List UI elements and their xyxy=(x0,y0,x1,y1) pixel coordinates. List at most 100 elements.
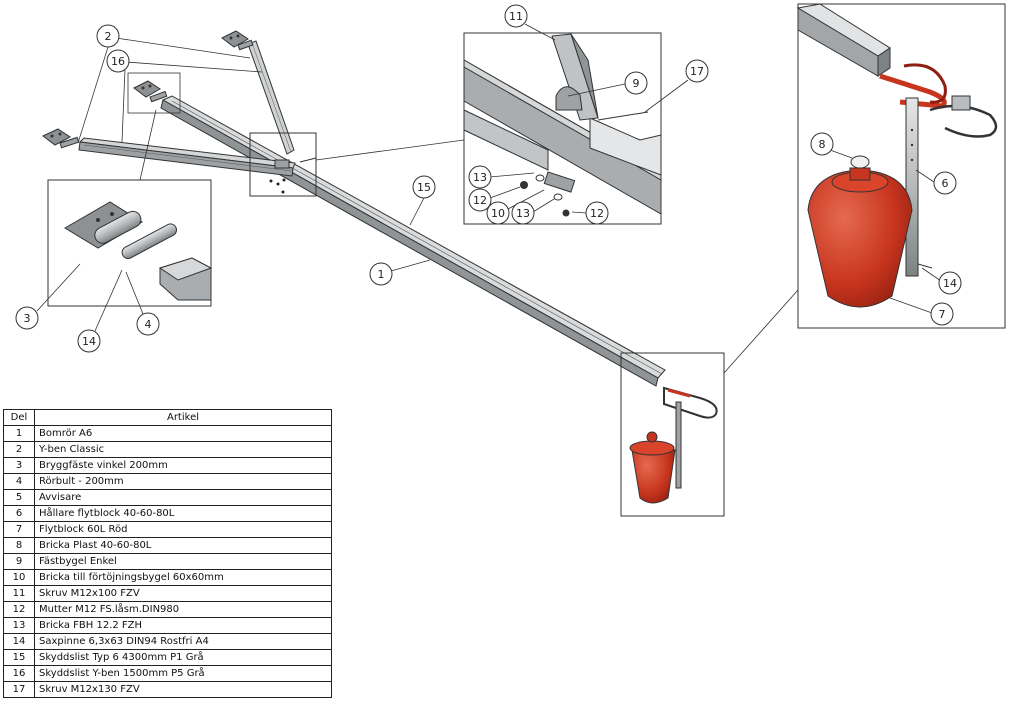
svg-text:11: 11 xyxy=(509,10,523,23)
cell-artikel: Bomrör A6 xyxy=(34,425,332,442)
table-header-row: Del Artikel xyxy=(3,409,332,426)
svg-text:14: 14 xyxy=(943,277,957,290)
junction-hardware xyxy=(269,157,317,194)
cell-del: 14 xyxy=(3,633,35,650)
cell-del: 17 xyxy=(3,681,35,698)
svg-text:13: 13 xyxy=(473,171,487,184)
svg-text:15: 15 xyxy=(417,181,431,194)
y-leg-left xyxy=(78,137,296,177)
svg-text:3: 3 xyxy=(24,312,31,325)
callout-9: 9 xyxy=(624,71,648,95)
callout-6: 6 xyxy=(933,171,957,195)
cell-artikel: Bricka Plast 40-60-80L xyxy=(34,537,332,554)
cell-artikel: Y-ben Classic xyxy=(34,441,332,458)
cell-artikel: Avvisare xyxy=(34,489,332,506)
callout-8: 8 xyxy=(810,132,834,156)
callout-1: 1 xyxy=(369,262,393,286)
svg-text:1: 1 xyxy=(378,268,385,281)
bracket-left xyxy=(42,128,80,149)
svg-text:6: 6 xyxy=(942,177,949,190)
detail-box-float xyxy=(796,3,1006,329)
svg-text:10: 10 xyxy=(491,207,505,220)
cell-del: 7 xyxy=(3,521,35,538)
cell-del: 8 xyxy=(3,537,35,554)
callout-12-left: 12 xyxy=(468,188,492,212)
cell-del: 1 xyxy=(3,425,35,442)
svg-text:9: 9 xyxy=(633,77,640,90)
svg-text:12: 12 xyxy=(473,194,487,207)
cell-del: 9 xyxy=(3,553,35,570)
cell-del: 5 xyxy=(3,489,35,506)
svg-text:17: 17 xyxy=(690,65,704,78)
cell-del: 12 xyxy=(3,601,35,618)
boom-end-small xyxy=(620,352,725,517)
svg-text:7: 7 xyxy=(939,308,946,321)
callout-13-upper: 13 xyxy=(468,165,492,189)
callout-13-lower: 13 xyxy=(511,201,535,225)
cell-artikel: Skruv M12x130 FZV xyxy=(34,681,332,698)
callout-12-right: 12 xyxy=(585,201,609,225)
callout-16: 16 xyxy=(106,49,130,73)
callout-7: 7 xyxy=(930,302,954,326)
cell-artikel: Flytblock 60L Röd xyxy=(34,521,332,538)
cell-artikel: Mutter M12 FS.låsm.DIN980 xyxy=(34,601,332,618)
callout-14-right: 14 xyxy=(938,271,962,295)
cell-artikel: Skruv M12x100 FZV xyxy=(34,585,332,602)
callout-15: 15 xyxy=(412,175,436,199)
callout-14-left: 14 xyxy=(77,329,101,353)
callout-11: 11 xyxy=(504,4,528,28)
column-header-del: Del xyxy=(3,409,35,426)
callout-17: 17 xyxy=(685,59,709,83)
svg-text:8: 8 xyxy=(819,138,826,151)
cell-artikel: Hållare flytblock 40-60-80L xyxy=(34,505,332,522)
cell-artikel: Fästbygel Enkel xyxy=(34,553,332,570)
callout-10: 10 xyxy=(486,201,510,225)
cell-del: 6 xyxy=(3,505,35,522)
svg-text:12: 12 xyxy=(590,207,604,220)
cell-del: 13 xyxy=(3,617,35,634)
cell-del: 10 xyxy=(3,569,35,586)
callout-2: 2 xyxy=(96,24,120,48)
cell-artikel: Skyddslist Typ 6 4300mm P1 Grå xyxy=(34,649,332,666)
bracket-middle xyxy=(133,80,168,103)
cell-del: 16 xyxy=(3,665,35,682)
cell-artikel: Bryggfäste vinkel 200mm xyxy=(34,457,332,474)
cell-artikel: Bricka FBH 12.2 FZH xyxy=(34,617,332,634)
svg-text:14: 14 xyxy=(82,335,96,348)
cell-artikel: Saxpinne 6,3x63 DIN94 Rostfri A4 xyxy=(34,633,332,650)
cell-artikel: Rörbult - 200mm xyxy=(34,473,332,490)
cell-artikel: Bricka till förtöjningsbygel 60x60mm xyxy=(34,569,332,586)
svg-text:4: 4 xyxy=(145,318,152,331)
svg-text:13: 13 xyxy=(516,207,530,220)
svg-text:16: 16 xyxy=(111,55,125,68)
y-leg-upper xyxy=(247,40,295,155)
cell-del: 15 xyxy=(3,649,35,666)
cell-del: 4 xyxy=(3,473,35,490)
callout-4: 4 xyxy=(136,312,160,336)
detail-box-bracket xyxy=(47,179,213,307)
cell-artikel: Skyddslist Y-ben 1500mm P5 Grå xyxy=(34,665,332,682)
svg-text:2: 2 xyxy=(105,30,112,43)
leader-lines xyxy=(36,23,942,332)
column-header-artikel: Artikel xyxy=(34,409,332,426)
cell-del: 3 xyxy=(3,457,35,474)
callout-3: 3 xyxy=(15,306,39,330)
